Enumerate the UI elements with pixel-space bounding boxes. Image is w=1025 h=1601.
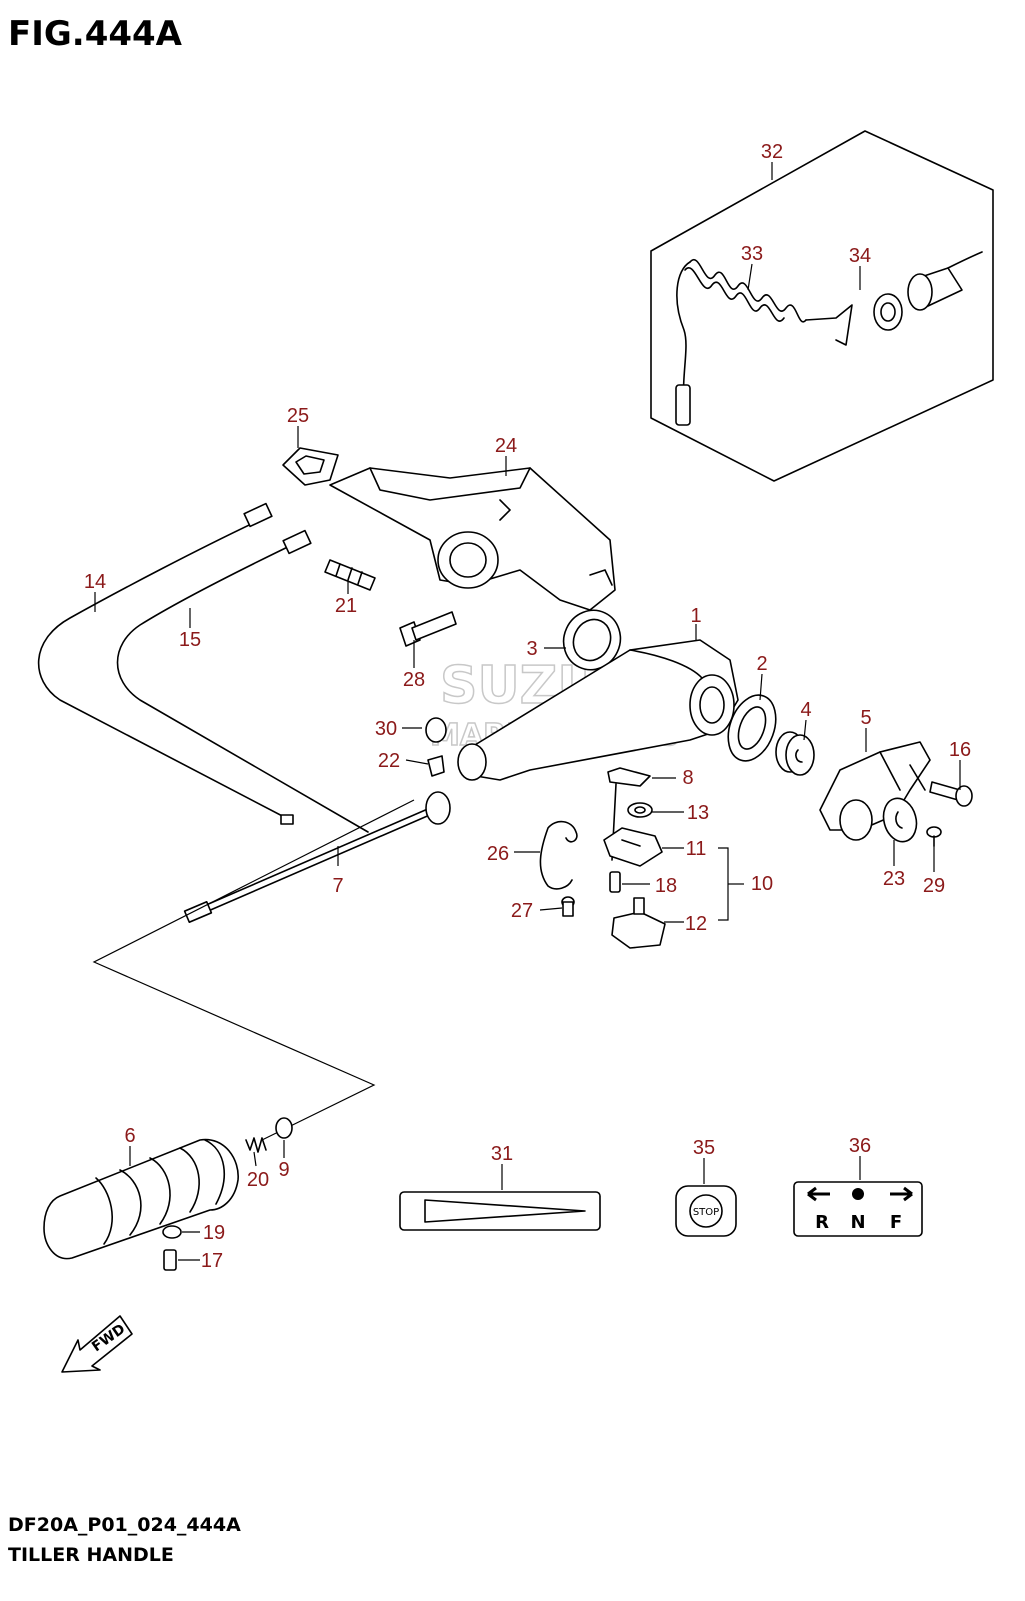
callout-7: 7 <box>332 875 343 897</box>
projection-lines <box>92 799 415 1141</box>
decal-part-35: STOP <box>675 1185 737 1237</box>
callout-14: 14 <box>84 571 106 593</box>
screw-part-29 <box>926 826 942 847</box>
bolt-part-28 <box>399 611 457 647</box>
callout-20: 20 <box>247 1169 269 1191</box>
callout-34: 34 <box>849 245 871 267</box>
callout-33: 33 <box>741 243 763 265</box>
spring-part-26 <box>539 820 578 890</box>
callout-labels: 1 2 3 4 5 6 7 8 9 10 11 12 13 14 15 16 1… <box>84 141 971 1272</box>
pin-part-21 <box>324 559 376 591</box>
rnf-letter-r: R <box>815 1212 829 1233</box>
nut-part-19 <box>162 1225 182 1239</box>
callout-35: 35 <box>693 1137 715 1159</box>
grommet-part-25 <box>282 447 339 486</box>
callout-6: 6 <box>124 1125 135 1147</box>
cable-part-15 <box>116 529 369 833</box>
fwd-arrow-icon: FWD <box>61 1315 133 1373</box>
callout-31: 31 <box>491 1143 513 1165</box>
callout-9: 9 <box>278 1159 289 1181</box>
bracket-part-24 <box>329 467 616 611</box>
kit-box-32 <box>650 130 994 482</box>
washer-part-2 <box>727 694 777 762</box>
decal-part-36: R N F <box>793 1181 923 1237</box>
callout-26: 26 <box>487 843 509 865</box>
leader-lines <box>94 162 961 1261</box>
plate-part-23 <box>882 797 918 843</box>
callout-21: 21 <box>335 595 357 617</box>
callout-19: 19 <box>203 1222 225 1244</box>
cap-part-9 <box>275 1117 293 1139</box>
clip-part-22 <box>427 755 445 777</box>
arm-part-5 <box>819 741 931 841</box>
figure-code: DF20A_P01_024_444A <box>8 1514 241 1536</box>
callout-25: 25 <box>287 405 309 427</box>
callout-10: 10 <box>751 873 773 895</box>
callout-28: 28 <box>403 669 425 691</box>
shaft-part-7 <box>183 791 451 924</box>
figure-name: TILLER HANDLE <box>8 1544 174 1566</box>
washer-part-13 <box>627 802 653 818</box>
screw-part-18 <box>609 871 621 893</box>
lanyard-part-33 <box>675 258 853 426</box>
callout-5: 5 <box>860 707 871 729</box>
callout-8: 8 <box>682 767 693 789</box>
callout-17: 17 <box>201 1250 223 1272</box>
knob-part-12 <box>611 897 666 949</box>
screw-part-27 <box>561 896 575 917</box>
decal-part-31 <box>399 1191 601 1231</box>
callout-3: 3 <box>526 638 537 660</box>
callout-13: 13 <box>687 802 709 824</box>
callout-27: 27 <box>511 900 533 922</box>
collar-part-4 <box>775 731 815 776</box>
tiller-handle-part-1 <box>457 639 739 781</box>
callout-32: 32 <box>761 141 783 163</box>
callout-1: 1 <box>690 605 701 627</box>
rnf-letter-f: F <box>890 1212 902 1233</box>
callout-12: 12 <box>685 913 707 935</box>
rnf-letter-n: N <box>850 1212 865 1233</box>
spring-part-20 <box>245 1137 267 1153</box>
screw-part-17 <box>163 1249 177 1271</box>
block-part-11 <box>603 827 663 867</box>
callout-24: 24 <box>495 435 517 457</box>
callout-22: 22 <box>378 750 400 772</box>
callout-16: 16 <box>949 739 971 761</box>
callout-23: 23 <box>883 868 905 890</box>
callout-36: 36 <box>849 1135 871 1157</box>
stop-switch-part-34 <box>873 251 983 331</box>
callout-4: 4 <box>800 699 811 721</box>
bushing-part-3 <box>562 609 622 671</box>
stop-label: STOP <box>693 1207 719 1218</box>
callout-11: 11 <box>686 838 707 860</box>
callout-15: 15 <box>179 629 201 651</box>
callout-18: 18 <box>655 875 677 897</box>
grip-part-6 <box>43 1138 239 1260</box>
cable-part-14 <box>37 502 294 825</box>
bracket-10 <box>718 847 744 921</box>
callout-29: 29 <box>923 875 945 897</box>
bolt-part-16 <box>929 781 973 807</box>
figure-title: FIG.444A <box>8 14 182 54</box>
cap-part-30 <box>425 717 447 743</box>
callout-2: 2 <box>756 653 767 675</box>
callout-30: 30 <box>375 718 397 740</box>
